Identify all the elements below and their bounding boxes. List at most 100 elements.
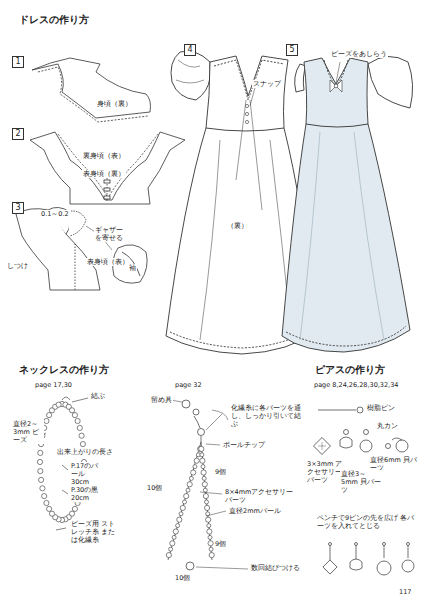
- bead: [203, 494, 208, 499]
- bead: [206, 512, 210, 516]
- part-name: 直径2mmパール: [228, 507, 282, 515]
- bead: [173, 529, 178, 534]
- bead: [39, 477, 44, 482]
- bead: [179, 512, 183, 516]
- note: ペンチで9ピンの先を広げ 各パーツを入れてとじる: [316, 514, 418, 530]
- bead: [209, 547, 213, 551]
- bead: [176, 524, 180, 528]
- dimension: P.30の黒 20cm: [70, 486, 106, 502]
- bead: [191, 470, 196, 475]
- bead: [177, 517, 182, 522]
- part-name: 袖: [128, 264, 137, 272]
- bead: [77, 425, 82, 430]
- bead: [72, 506, 77, 511]
- part-name: 留め具: [150, 396, 173, 404]
- earring-parts: [314, 407, 414, 575]
- bead: [209, 553, 214, 558]
- section-heading: ネックレスの作り方: [18, 364, 110, 377]
- step-number: 3: [15, 204, 20, 212]
- step-number-box: 3: [12, 202, 24, 214]
- note: しつけ: [6, 262, 29, 270]
- bead: [202, 482, 207, 487]
- bead: [206, 517, 211, 522]
- bead: [44, 418, 49, 423]
- note: 数回結びつける: [250, 564, 301, 572]
- bead: [75, 418, 80, 423]
- bead: [207, 524, 211, 528]
- bead: [205, 505, 210, 510]
- count: 10個: [146, 484, 163, 492]
- step-number-box: 5: [286, 44, 298, 56]
- bead: [69, 408, 74, 413]
- bead: [180, 505, 185, 510]
- bead: [193, 465, 197, 469]
- bead: [38, 469, 43, 474]
- bead: [201, 470, 206, 475]
- bead: [40, 486, 45, 491]
- bead: [202, 476, 206, 480]
- bead-strands: [166, 446, 214, 557]
- page-ref: page 8,24,26,28,30,32,34: [313, 381, 421, 389]
- bead: [184, 494, 189, 499]
- bead: [199, 446, 204, 451]
- dimension: P.17のパール 30cm: [70, 462, 106, 486]
- count: 9個: [214, 540, 227, 548]
- part-name: 丸カン: [376, 422, 399, 430]
- bead: [80, 442, 85, 447]
- step-number-box: 4: [184, 44, 196, 56]
- section-heading: ドレスの作り方: [18, 14, 90, 27]
- note: 結ぶ: [90, 392, 106, 400]
- note: 出来上がりの長さ: [56, 448, 114, 456]
- section-heading: ピアスの作り方: [314, 364, 386, 377]
- bead: [49, 511, 54, 516]
- bead: [169, 547, 173, 551]
- bead: [201, 465, 205, 469]
- part-name: 裏身頃（表）: [82, 152, 126, 160]
- part-name: スナップ: [252, 80, 282, 88]
- bead: [200, 453, 204, 457]
- step-number: 2: [15, 130, 20, 138]
- dress-outside: [282, 56, 413, 352]
- bead: [42, 494, 47, 499]
- count: 10個: [174, 574, 191, 582]
- bead: [170, 541, 175, 546]
- bead: [207, 529, 212, 534]
- part-name: ボールチップ: [222, 441, 266, 449]
- step-number: 1: [15, 58, 20, 66]
- part-name: （裏）: [226, 222, 249, 230]
- bead: [47, 506, 52, 511]
- part-name: 直径3～5mm 貝パーツ: [340, 470, 382, 494]
- page-number: 117: [398, 588, 412, 596]
- bodice-piece-2: [30, 132, 185, 204]
- part-name: 8×4mmアクセサリーパーツ: [224, 488, 298, 504]
- bead: [37, 459, 42, 464]
- bead: [47, 413, 52, 418]
- bead: [189, 476, 193, 480]
- step-number: 4: [187, 46, 192, 54]
- part-name: 表身頃（表）: [86, 258, 130, 266]
- bead: [172, 535, 176, 539]
- bead: [56, 402, 61, 407]
- step-number-box: 1: [12, 56, 24, 68]
- bead: [44, 500, 49, 505]
- dimension: 0.1～0.2: [40, 210, 70, 218]
- bead: [38, 450, 43, 455]
- bodice-piece-1: [32, 58, 151, 122]
- bead: [72, 413, 77, 418]
- bead: [205, 500, 209, 504]
- part-name: 表身頃（裏）: [82, 170, 126, 178]
- bead: [183, 500, 187, 504]
- bead: [208, 541, 213, 546]
- note: ビーズをあしらう: [330, 50, 388, 58]
- part-name: ビーズ用 ストレッチ糸 または化繊糸: [70, 520, 118, 544]
- step-number-box: 2: [12, 128, 24, 140]
- count: 9個: [214, 468, 227, 476]
- bead: [194, 458, 199, 463]
- bead: [187, 482, 192, 487]
- bead: [203, 488, 207, 492]
- bead: [200, 458, 205, 463]
- part-name: 樹脂ピン: [366, 404, 396, 412]
- note: 化繊糸に各パーツを通し、しっかり引いて結ぶ: [230, 404, 306, 428]
